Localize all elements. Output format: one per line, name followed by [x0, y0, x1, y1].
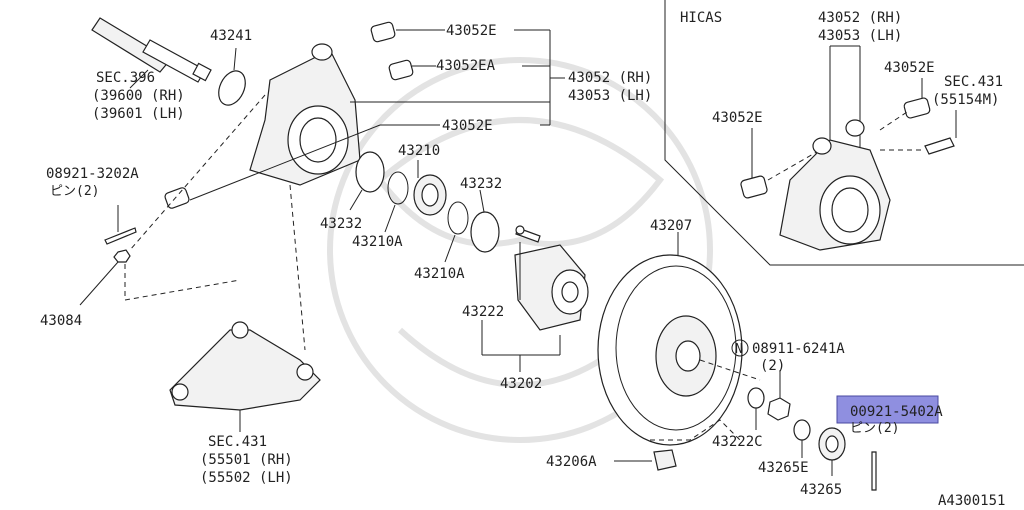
label-43222c[interactable]: 43222C [712, 434, 763, 450]
hicas-bush-right[interactable] [903, 97, 931, 119]
nut-08911[interactable] [767, 397, 791, 421]
diagram-id: A4300151 [938, 493, 1005, 509]
label-43232-b[interactable]: 43232 [460, 176, 502, 192]
label-43210a-a[interactable]: 43210A [352, 234, 403, 250]
label-43265[interactable]: 43265 [800, 482, 842, 498]
label-43052-rh[interactable]: 43052 (RH) [568, 70, 652, 86]
bush-43052e-top[interactable] [370, 21, 396, 43]
hicas-knuckle[interactable] [779, 119, 891, 251]
label-08911[interactable]: 08911-6241A [752, 341, 845, 357]
label-43052ea[interactable]: 43052EA [436, 58, 496, 74]
n-mark-text: N [735, 342, 743, 357]
label-43084[interactable]: 43084 [40, 313, 82, 329]
washer-43265e[interactable] [793, 419, 811, 441]
grommet-43206a[interactable] [653, 449, 677, 471]
label-43202[interactable]: 43202 [500, 376, 542, 392]
bush-43052ea[interactable] [388, 59, 414, 81]
label-pin-b[interactable]: ピン(2) [850, 421, 899, 436]
snap-ring-43210a-a[interactable] [387, 171, 409, 205]
hicas-label-43053-lh[interactable]: 43053 (LH) [818, 28, 902, 44]
cotter-pin-a[interactable] [104, 227, 137, 245]
label-43232-a[interactable]: 43232 [320, 216, 362, 232]
seal-43232-b[interactable] [470, 211, 500, 253]
label-43052e-top[interactable]: 43052E [446, 23, 497, 39]
n-mark [731, 339, 749, 357]
label-43241[interactable]: 43241 [210, 28, 252, 44]
label-43210a-b[interactable]: 43210A [414, 266, 465, 282]
label-55502[interactable]: (55502 (LH) [200, 470, 293, 486]
label-43206a[interactable]: 43206A [546, 454, 597, 470]
hicas-label-55154m[interactable]: (55154M) [932, 92, 999, 108]
seal-43232-a[interactable] [355, 151, 385, 193]
hicas-label-43052e-right[interactable]: 43052E [884, 60, 935, 76]
hicas-title: HICAS [680, 10, 722, 26]
lower-arm[interactable] [169, 321, 321, 411]
label-43052e-mid[interactable]: 43052E [442, 118, 493, 134]
label-39601[interactable]: (39601 (LH) [92, 106, 185, 122]
label-43207[interactable]: 43207 [650, 218, 692, 234]
hicas-label-43052-rh[interactable]: 43052 (RH) [818, 10, 902, 26]
label-43053-lh[interactable]: 43053 (LH) [568, 88, 652, 104]
label-sec396[interactable]: SEC.396 [96, 70, 155, 86]
bush-43052e-left[interactable] [164, 187, 190, 210]
hicas-label-sec431[interactable]: SEC.431 [944, 74, 1003, 90]
hicas-bush-left[interactable] [740, 175, 768, 199]
hicas-label-43052e-left[interactable]: 43052E [712, 110, 763, 126]
hicas-sensor[interactable] [924, 137, 955, 155]
label-qty-2[interactable]: (2) [760, 358, 785, 374]
cotter-pin-b[interactable] [871, 451, 877, 491]
bearing-43210[interactable] [413, 174, 447, 216]
hub-43202[interactable] [514, 244, 589, 331]
seal-43241[interactable] [214, 67, 251, 110]
castle-nut-43265[interactable] [818, 427, 846, 461]
label-43210[interactable]: 43210 [398, 143, 440, 159]
label-55501[interactable]: (55501 (RH) [200, 452, 293, 468]
knuckle-assembly[interactable] [249, 43, 361, 186]
drive-shaft[interactable] [91, 17, 212, 83]
hicas-frame [664, 0, 1024, 266]
label-39600[interactable]: (39600 (RH) [92, 88, 185, 104]
label-sec431-arm[interactable]: SEC.431 [208, 434, 267, 450]
label-00921-5402a[interactable]: 00921-5402A [850, 404, 943, 420]
disc-rotor-43207[interactable] [597, 254, 743, 446]
highlight-00921[interactable] [836, 395, 939, 424]
label-pin-a[interactable]: ピン(2) [50, 184, 99, 199]
washer-43222c[interactable] [747, 387, 765, 409]
label-43222[interactable]: 43222 [462, 304, 504, 320]
snap-ring-43210a-b[interactable] [447, 201, 469, 235]
nut-43084[interactable] [113, 249, 131, 263]
label-43265e[interactable]: 43265E [758, 460, 809, 476]
label-08921-3202a[interactable]: 08921-3202A [46, 166, 139, 182]
